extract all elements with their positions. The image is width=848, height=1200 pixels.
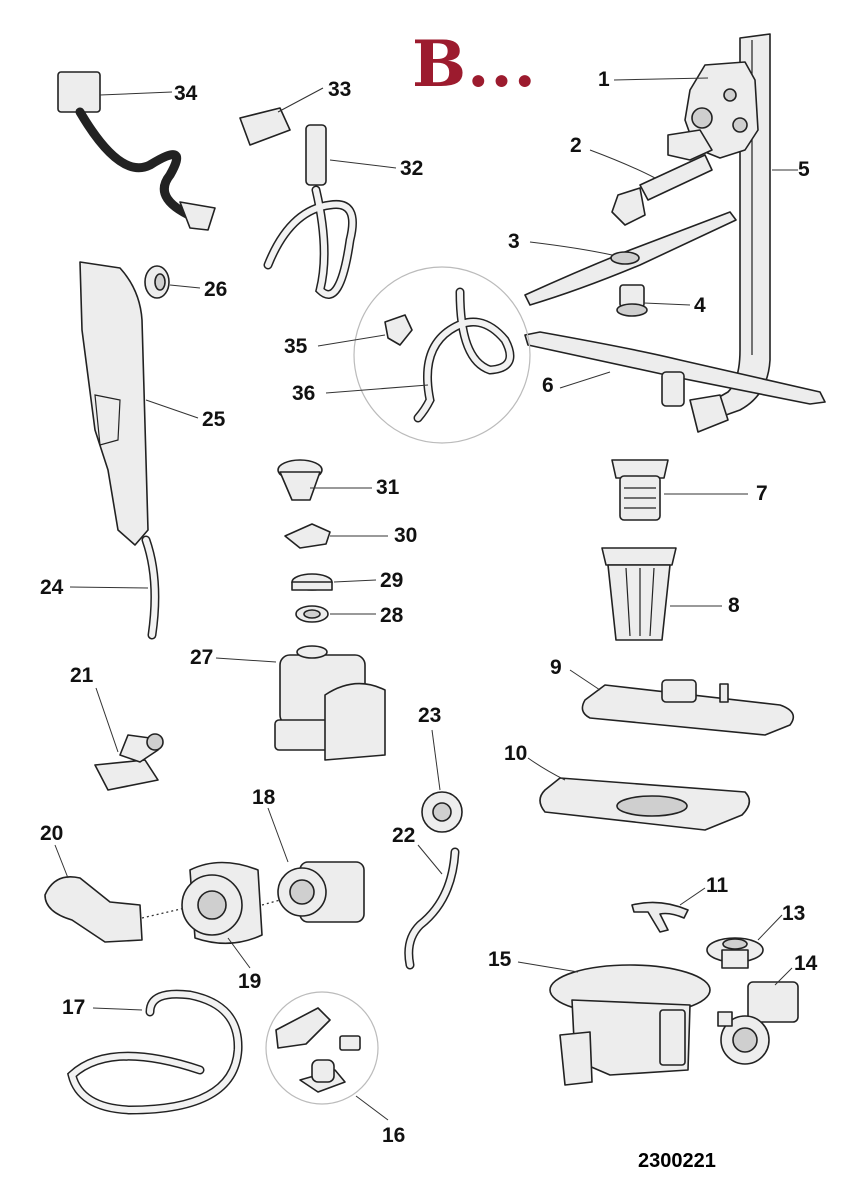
part-18-motor (277, 861, 365, 923)
callout-36: 36 (292, 382, 315, 405)
part-16-switch-kit (265, 991, 379, 1105)
callout-18: 18 (252, 786, 276, 809)
part-19-pump-housing (181, 861, 263, 945)
part-22-hose (404, 847, 460, 970)
callout-9: 9 (550, 656, 562, 679)
part-34-power-cord (57, 71, 216, 231)
part-7-micro-filter (611, 459, 669, 521)
leader-lines (54, 77, 798, 1121)
inset-frame-35-36 (353, 266, 531, 444)
callout-15: 15 (488, 948, 512, 971)
callout-27: 27 (190, 646, 213, 669)
callout-31: 31 (376, 476, 400, 499)
callout-19: 19 (238, 970, 261, 993)
part-33-clip (239, 107, 291, 146)
callout-25: 25 (202, 408, 226, 431)
part-25-side-panel (79, 261, 149, 546)
callout-20: 20 (40, 822, 63, 845)
callout-10: 10 (504, 742, 527, 765)
part-23-cap (421, 791, 463, 833)
connector-20-19 (141, 907, 186, 919)
part-13-valve (706, 937, 764, 969)
callout-13: 13 (782, 902, 805, 925)
callout-22: 22 (392, 824, 415, 847)
part-6-lower-spray-arm (524, 331, 826, 407)
part-21-connector (94, 733, 164, 791)
part-2-upper-spray-arm (611, 154, 713, 226)
callout-labels: 1 2 3 4 5 6 7 8 9 10 11 13 14 15 16 17 1… (40, 68, 818, 1147)
part-20-elbow-hose (44, 876, 143, 943)
part-30-seal (284, 523, 331, 549)
callout-21: 21 (70, 664, 94, 687)
callout-1: 1 (598, 68, 610, 91)
callout-11: 11 (706, 874, 729, 897)
part-28-ring (295, 605, 329, 623)
part-11-clip (631, 901, 689, 933)
part-3-middle-spray-arm (524, 211, 737, 306)
part-9-filter-plate (581, 679, 795, 736)
callout-26: 26 (204, 278, 227, 301)
callout-29: 29 (380, 569, 403, 592)
part-35-valve-clip (384, 314, 413, 346)
part-26-fitting (144, 265, 170, 299)
callout-3: 3 (508, 230, 520, 253)
part-27-salt-container (274, 645, 386, 761)
callout-4: 4 (694, 294, 706, 317)
callout-2: 2 (570, 134, 582, 157)
callout-35: 35 (284, 335, 308, 358)
callout-5: 5 (798, 158, 810, 181)
part-4-nozzle (616, 284, 648, 317)
callout-30: 30 (394, 524, 417, 547)
part-17-drain-hose (67, 989, 243, 1115)
part-36-hose (413, 287, 515, 423)
part-14-heater-pump (717, 981, 799, 1065)
part-31-funnel (277, 459, 323, 501)
part-15-sump (549, 964, 711, 1086)
callout-28: 28 (380, 604, 404, 627)
part-32-inlet-hose (263, 124, 357, 299)
callout-14: 14 (794, 952, 818, 975)
callout-24: 24 (40, 576, 64, 599)
callout-8: 8 (728, 594, 740, 617)
callout-16: 16 (382, 1124, 405, 1147)
callout-7: 7 (756, 482, 768, 505)
part-8-coarse-filter (601, 547, 677, 641)
page-title: B... (412, 27, 537, 102)
callout-23: 23 (418, 704, 441, 727)
callout-6: 6 (542, 374, 554, 397)
part-10-gasket-plate (539, 777, 751, 831)
callout-34: 34 (174, 82, 198, 105)
diagram-code: 2300221 (638, 1150, 716, 1172)
callout-17: 17 (62, 996, 85, 1019)
callout-32: 32 (400, 157, 423, 180)
part-29-nut (291, 573, 333, 591)
connector-19-18 (261, 899, 281, 906)
callout-33: 33 (328, 78, 351, 101)
part-24-cable (141, 535, 160, 640)
part-1-spray-hub (667, 61, 759, 161)
